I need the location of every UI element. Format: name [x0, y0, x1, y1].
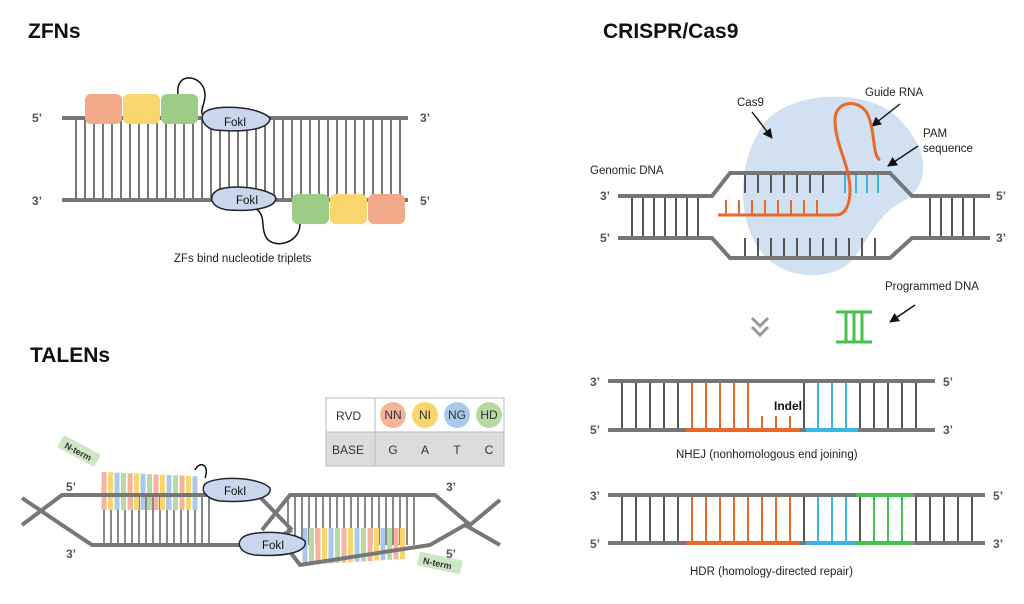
zfn-linker-bottom [249, 204, 301, 245]
zfn-finger-top-1 [85, 94, 122, 124]
nhej-base-pairs [621, 381, 917, 430]
base-row-label: BASE [332, 443, 364, 457]
hdr-base-pairs [621, 495, 973, 543]
rvd-circle-nn [380, 402, 406, 428]
rvd-code-nn: NN [384, 408, 401, 422]
hdr-end-bottom-right: 3’ [993, 537, 1003, 551]
zfn-foki-bottom-label: FokI [236, 195, 258, 207]
talen-foki-top [202, 477, 271, 503]
chevron-down-icon-2 [750, 325, 770, 338]
zfn-foki-bottom [211, 186, 277, 212]
talen-end-left-bottom: 3’ [66, 547, 76, 561]
guide-rna [718, 102, 882, 217]
crispr-bottom-strand [618, 236, 990, 260]
crispr-end-bottom-right: 3’ [996, 231, 1006, 245]
talen-foki-bottom-label: FokI [262, 540, 284, 552]
rvd-circle-ni [412, 402, 438, 428]
talen-end-left-top: 5’ [66, 480, 76, 494]
genomic-dna-label: Genomic DNA [590, 165, 664, 177]
rvd-circle-hd [476, 402, 502, 428]
crispr-title: CRISPR/Cas9 [603, 20, 738, 43]
talen-end-right-top: 3’ [446, 480, 456, 494]
talen-strand-d [283, 522, 501, 568]
zfn-foki-top-label: FokI [224, 117, 246, 129]
hdr-end-top-left: 3’ [590, 489, 600, 503]
talen-strand-a [20, 493, 294, 532]
zfn-end-top-left: 5’ [32, 111, 42, 125]
programmed-dna-icon [836, 310, 872, 344]
zfn-finger-top-3 [161, 94, 198, 124]
talen-panel: TALENs RVD BASE NN NI NG HD G A T C [20, 344, 505, 575]
chevron-down-icon [750, 316, 770, 329]
base-t: T [453, 443, 461, 457]
zfn-end-bottom-left: 3’ [32, 194, 42, 208]
crispr-end-top-left: 3’ [600, 189, 610, 203]
nhej-end-top-right: 5’ [943, 375, 953, 389]
zfn-finger-bottom-2 [330, 194, 367, 224]
talen-end-right-bottom: 5’ [446, 547, 456, 561]
zfn-finger-bottom-3 [368, 194, 405, 224]
cas9-protein [743, 96, 924, 276]
base-a: A [421, 443, 429, 457]
guide-rna-label: Guide RNA [865, 87, 923, 99]
talen-foki-top-label: FokI [224, 486, 246, 498]
programmed-dna-label: Programmed DNA [885, 281, 979, 293]
hdr-end-top-right: 5’ [993, 489, 1003, 503]
zfn-finger-bottom-1 [292, 194, 329, 224]
rvd-row-label: RVD [336, 409, 361, 423]
nhej-end-top-left: 3’ [590, 375, 600, 389]
rvd-table: RVD BASE NN NI NG HD G A T C [325, 397, 505, 467]
indel-label: Indel [774, 399, 802, 413]
talen-nterm-left [57, 435, 101, 467]
rvd-code-hd: HD [480, 408, 498, 422]
talen-foki-bottom [238, 531, 306, 557]
zfn-finger-top-2 [123, 94, 160, 124]
crispr-end-bottom-left: 5’ [600, 231, 610, 245]
zfn-foki-top [201, 106, 271, 132]
hdr-end-bottom-left: 5’ [590, 537, 600, 551]
base-g: G [388, 443, 397, 457]
hdr-caption: HDR (homology-directed repair) [690, 566, 853, 578]
pam-label-line1: PAM [923, 128, 947, 140]
zfn-end-top-right: 3’ [420, 111, 430, 125]
base-row [325, 431, 505, 467]
nhej-caption: NHEJ (nonhomologous end joining) [676, 449, 858, 461]
crispr-top-strand [618, 171, 990, 198]
rvd-code-ng: NG [448, 408, 466, 422]
rvd-circle-ng [444, 402, 470, 428]
talen-strand-c [260, 493, 502, 532]
zfn-panel: ZFNs 5’ 3’ 3’ 5’ FokI FokI ZFs bind nucl… [28, 20, 430, 265]
crispr-end-top-right: 5’ [996, 189, 1006, 203]
nhej-end-bottom-right: 3’ [943, 423, 953, 437]
zfn-caption: ZFs bind nucleotide triplets [174, 253, 312, 265]
zfn-base-pairs [75, 118, 401, 200]
crispr-panel: CRISPR/Cas9 Cas9 Guide RNA PAM sequence … [590, 20, 1006, 578]
talen-title: TALENs [30, 344, 110, 367]
talen-nterm-right [417, 551, 463, 575]
zfn-title: ZFNs [28, 20, 81, 43]
crispr-base-pairs [631, 173, 975, 258]
pam-label-line2: sequence [923, 143, 973, 155]
cas9-label: Cas9 [737, 97, 764, 109]
base-c: C [485, 443, 494, 457]
nhej-end-bottom-left: 5’ [590, 423, 600, 437]
zfn-end-bottom-right: 5’ [420, 194, 430, 208]
rvd-code-ni: NI [419, 408, 431, 422]
